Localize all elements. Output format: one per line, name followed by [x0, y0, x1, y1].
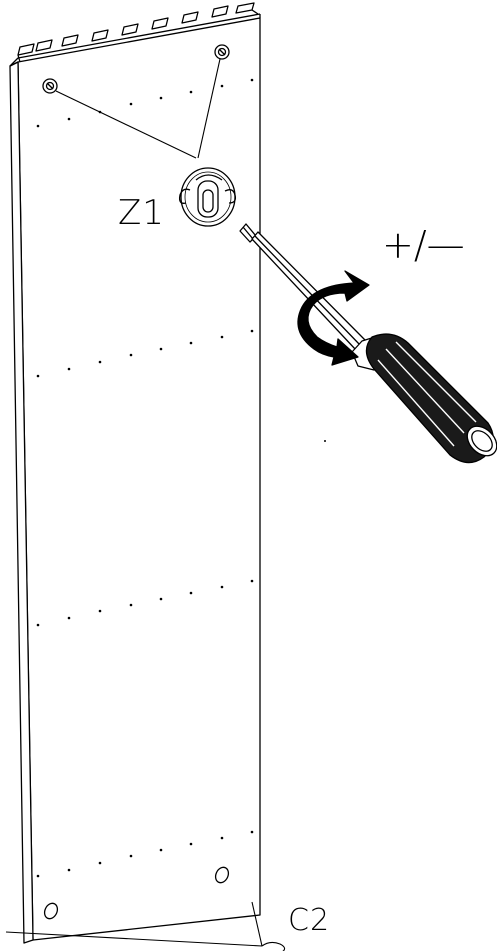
bottom-holes: [43, 866, 230, 920]
label-z1: Z1: [118, 193, 165, 233]
cam-lock-z1-icon: [178, 167, 237, 227]
leader-lines-c2: [5, 901, 286, 951]
rotate-arrow-icon: [297, 270, 370, 366]
top-tabs: [17, 2, 259, 63]
screwdriver-icon: [239, 223, 497, 464]
label-c2: C2: [288, 903, 331, 938]
panel-holes: [36, 78, 326, 878]
side-panel: [9, 13, 261, 944]
top-right-screw-icon: [214, 44, 230, 60]
top-left-screw-icon: [42, 78, 58, 94]
leader-lines-z1: [55, 58, 221, 159]
label-plus-minus: +/—: [382, 223, 465, 267]
